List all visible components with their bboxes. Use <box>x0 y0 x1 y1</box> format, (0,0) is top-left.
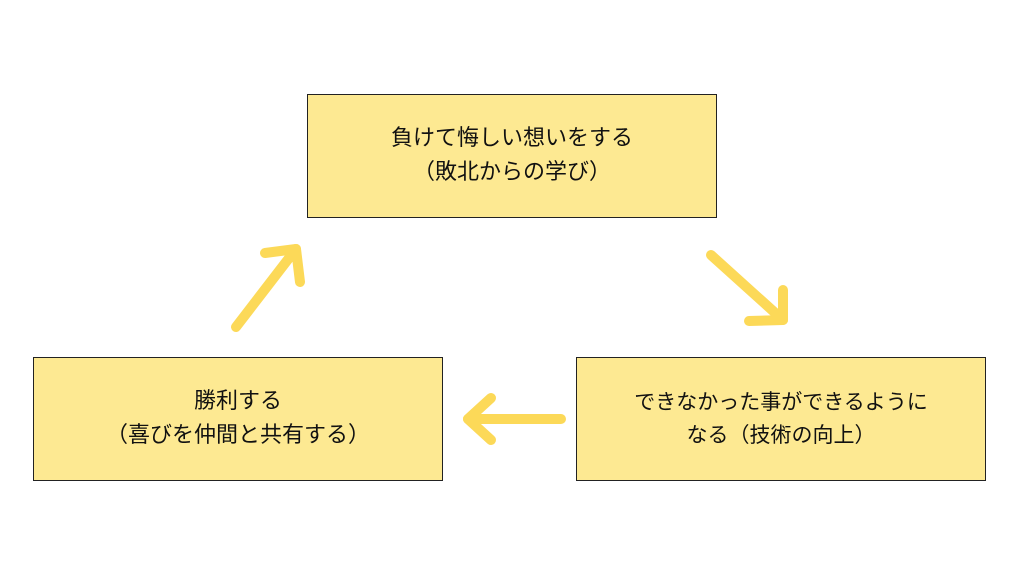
node-defeat-learning: 負けて悔しい想いをする （敗北からの学び） <box>307 94 717 218</box>
arrow-top-to-right <box>706 250 788 326</box>
node-skill-improvement: できなかった事ができるように なる（技術の向上） <box>576 357 986 481</box>
node-victory-sharing: 勝利する （喜びを仲間と共有する） <box>33 357 443 481</box>
node-defeat-learning-line1: 負けて悔しい想いをする <box>390 125 633 151</box>
node-victory-sharing-line2: （喜びを仲間と共有する） <box>105 423 370 448</box>
node-defeat-learning-line2: （敗北からの学び） <box>412 160 611 185</box>
node-victory-sharing-line1: 勝利する <box>193 388 282 414</box>
node-skill-improvement-line2: なる（技術の向上） <box>686 423 876 447</box>
node-skill-improvement-line1: できなかった事ができるように <box>634 390 928 415</box>
arrow-left-to-top <box>231 244 305 332</box>
arrow-right-to-left <box>463 393 566 445</box>
